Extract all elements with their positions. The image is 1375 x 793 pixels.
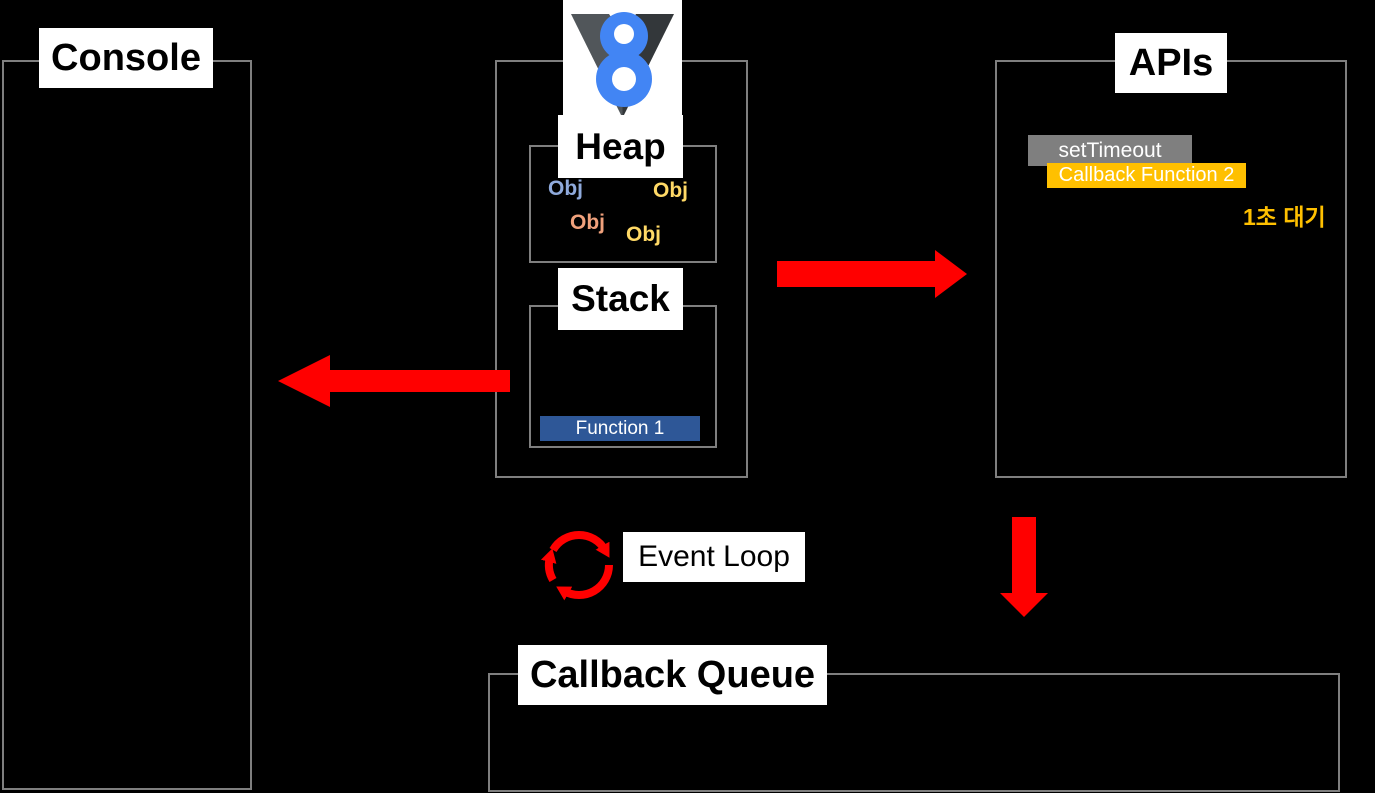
- settimeout-bar: setTimeout: [1028, 135, 1192, 166]
- heap-object: Obj: [653, 179, 688, 202]
- circular-arrows-icon: [534, 520, 624, 610]
- callback-queue-box: [488, 673, 1340, 792]
- stack-label: Stack: [558, 268, 683, 330]
- arrow-stack-to-console-icon: [278, 355, 510, 407]
- console-box: [2, 60, 252, 790]
- heap-object: Obj: [626, 223, 661, 246]
- apis-box: [995, 60, 1347, 478]
- heap-object: Obj: [548, 177, 583, 200]
- heap-object: Obj: [570, 211, 605, 234]
- event-loop-label: Event Loop: [623, 532, 805, 582]
- wait-1s-label: 1초 대기: [1243, 204, 1326, 230]
- callback-function-2-bar: Callback Function 2: [1047, 163, 1246, 188]
- callback-queue-label: Callback Queue: [518, 645, 827, 705]
- stack-frame-function-1: Function 1: [540, 416, 700, 441]
- arrow-apis-to-queue-icon: [1000, 517, 1048, 617]
- console-label: Console: [39, 28, 213, 88]
- v8-logo-icon: [563, 0, 682, 120]
- apis-label: APIs: [1115, 33, 1227, 93]
- arrow-v8-to-apis-icon: [777, 250, 967, 298]
- heap-label: Heap: [558, 115, 683, 178]
